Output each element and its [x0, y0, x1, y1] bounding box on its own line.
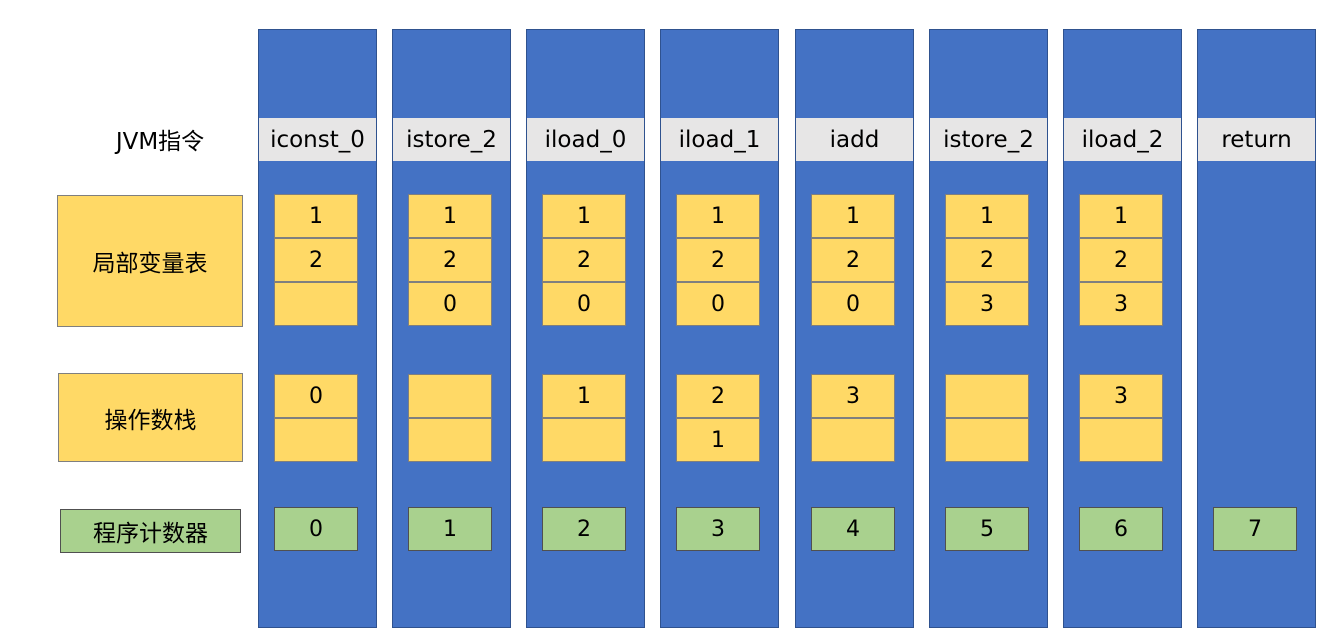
- local-variable-slot: 3: [945, 282, 1029, 326]
- instruction-cell: iload_1: [661, 118, 778, 161]
- instruction-cell: iadd: [796, 118, 913, 161]
- local-variable-slot: 0: [408, 282, 492, 326]
- local-variable-slot: 1: [811, 194, 895, 238]
- local-variable-slot: 3: [1079, 282, 1163, 326]
- operand-stack-label: 操作数栈: [58, 373, 243, 462]
- operand-stack-slot: [1079, 418, 1163, 462]
- local-variable-slot: 1: [408, 194, 492, 238]
- program-counter-cell: 4: [811, 507, 895, 551]
- instruction-cell: istore_2: [930, 118, 1047, 161]
- local-variable-slot: 1: [945, 194, 1029, 238]
- operand-stack-slot: 1: [676, 418, 760, 462]
- instruction-cell: istore_2: [393, 118, 510, 161]
- operand-stack-slot: [408, 418, 492, 462]
- local-variable-table-label: 局部变量表: [57, 195, 243, 327]
- local-variable-slot: 2: [811, 238, 895, 282]
- operand-stack-slot: 3: [1079, 374, 1163, 418]
- operand-stack-slot: [945, 418, 1029, 462]
- local-variable-slot: 2: [945, 238, 1029, 282]
- operand-stack-slot: [274, 418, 358, 462]
- local-variable-slot: 2: [1079, 238, 1163, 282]
- operand-stack-slot: [542, 418, 626, 462]
- program-counter-cell: 5: [945, 507, 1029, 551]
- program-counter-label: 程序计数器: [60, 509, 241, 553]
- program-counter-cell: 7: [1213, 507, 1297, 551]
- operand-stack-slot: 3: [811, 374, 895, 418]
- local-variable-slot: 1: [676, 194, 760, 238]
- instruction-cell: iload_0: [527, 118, 644, 161]
- instruction-cell: iload_2: [1064, 118, 1181, 161]
- local-variable-slot: 2: [274, 238, 358, 282]
- operand-stack-slot: [408, 374, 492, 418]
- program-counter-cell: 1: [408, 507, 492, 551]
- local-variable-slot: 0: [676, 282, 760, 326]
- instruction-row-label: JVM指令: [115, 129, 205, 155]
- instruction-cell: return: [1198, 118, 1315, 161]
- program-counter-cell: 2: [542, 507, 626, 551]
- local-variable-slot: 1: [542, 194, 626, 238]
- program-counter-cell: 6: [1079, 507, 1163, 551]
- operand-stack-slot: [945, 374, 1029, 418]
- instruction-column: return 7: [1197, 29, 1316, 628]
- local-variable-slot: 0: [811, 282, 895, 326]
- local-variable-slot: 2: [542, 238, 626, 282]
- local-variable-slot: 1: [274, 194, 358, 238]
- program-counter-cell: 0: [274, 507, 358, 551]
- instruction-cell: iconst_0: [259, 118, 376, 161]
- local-variable-slot: 1: [1079, 194, 1163, 238]
- local-variable-slot: [274, 282, 358, 326]
- operand-stack-slot: 0: [274, 374, 358, 418]
- operand-stack-slot: 2: [676, 374, 760, 418]
- local-variable-slot: 2: [676, 238, 760, 282]
- program-counter-cell: 3: [676, 507, 760, 551]
- local-variable-slot: 0: [542, 282, 626, 326]
- operand-stack-slot: 1: [542, 374, 626, 418]
- operand-stack-slot: [811, 418, 895, 462]
- local-variable-slot: 2: [408, 238, 492, 282]
